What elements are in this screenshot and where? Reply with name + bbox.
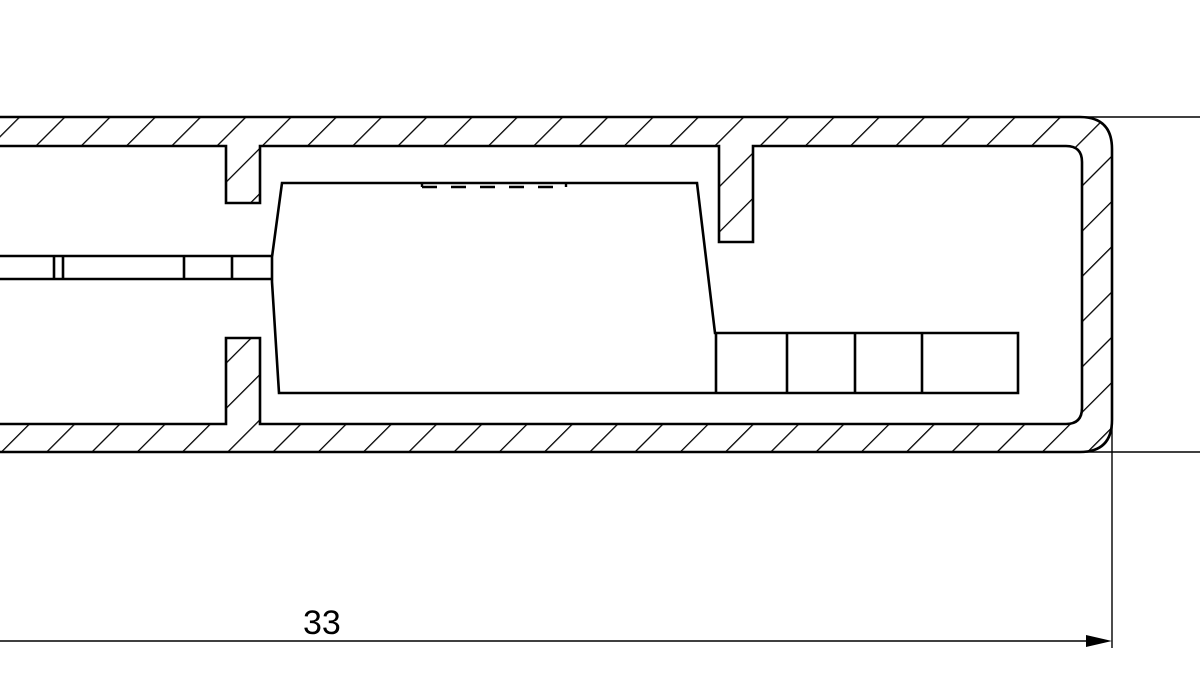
- guide-rail: [0, 254, 273, 281]
- hidden-line-feature: [420, 182, 568, 189]
- dimension-extension-lines: [1080, 116, 1200, 648]
- dimension-label: 33: [303, 604, 341, 642]
- terminal-block-cells: [714, 333, 924, 393]
- dimension-line-33: 33: [0, 604, 1112, 647]
- arrowhead-icon: [1086, 635, 1112, 647]
- inner-insert-body: [270, 181, 1020, 395]
- outer-housing-section: [0, 115, 1114, 454]
